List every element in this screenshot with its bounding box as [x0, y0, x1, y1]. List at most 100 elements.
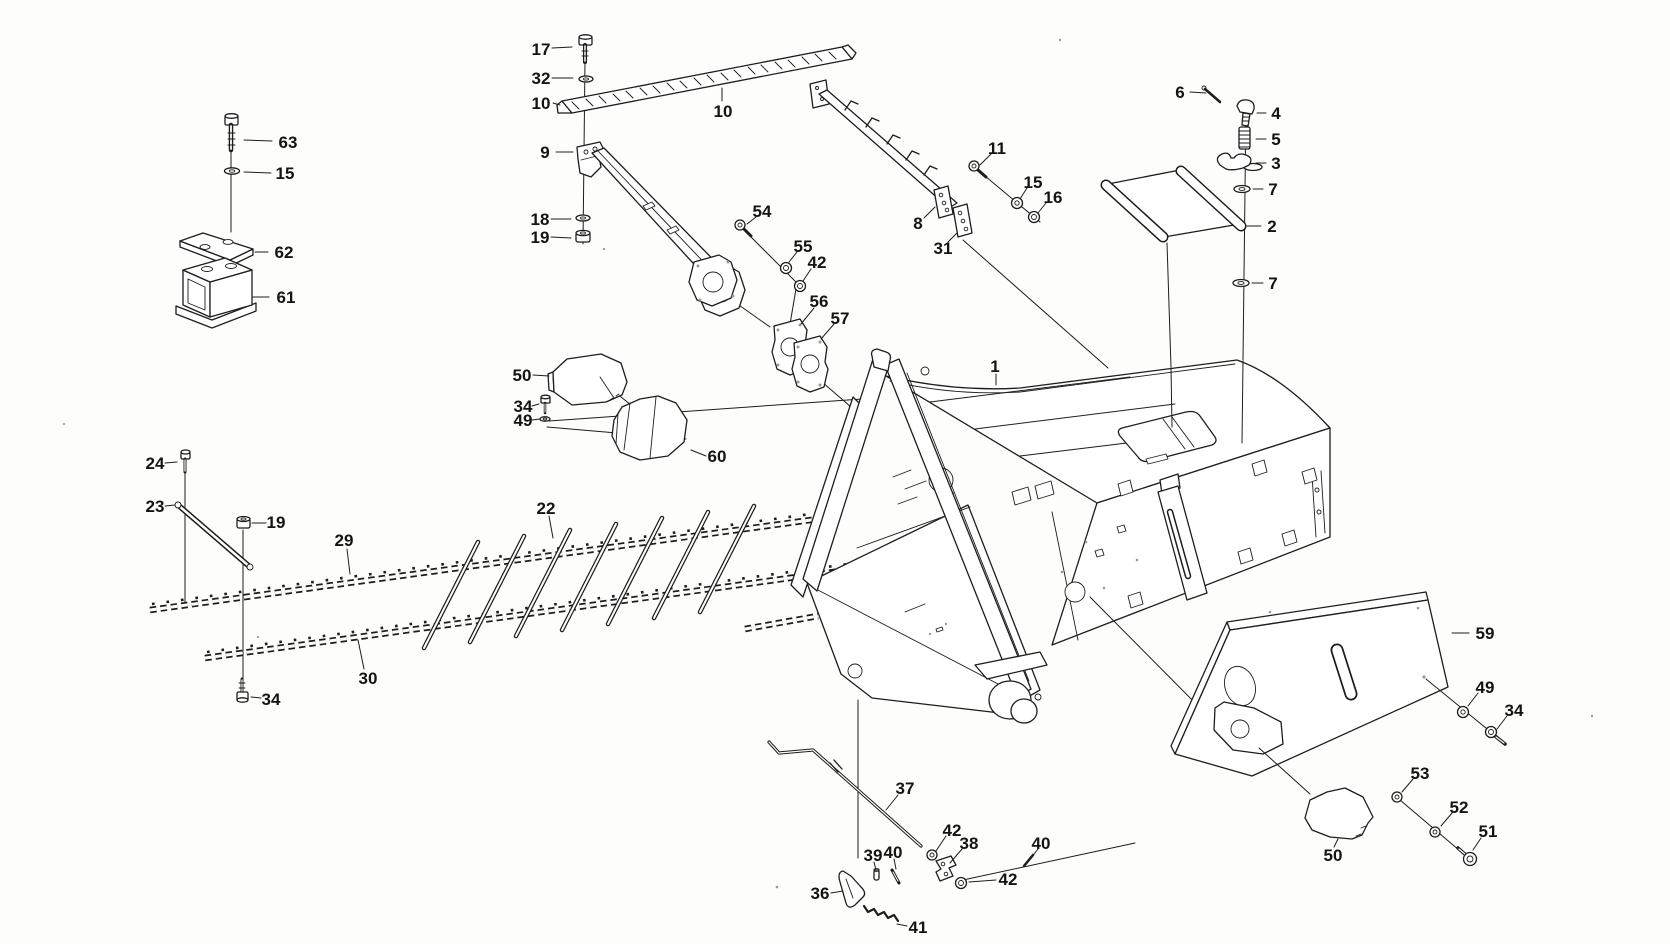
part-11-bolt	[968, 160, 988, 179]
part-label-29: 29	[335, 531, 354, 550]
part-3-clip	[1216, 152, 1263, 172]
leader-line-42-3	[968, 879, 997, 883]
leader-line-37	[885, 794, 899, 811]
part-59-side-panel	[1170, 591, 1449, 777]
part-17-bolt	[578, 34, 593, 64]
part-19-nut-left	[236, 515, 251, 529]
part-label-24: 24	[146, 454, 165, 473]
part-label-9: 9	[540, 143, 549, 162]
leader-line-40-2	[1030, 848, 1039, 859]
part-label-11: 11	[988, 139, 1006, 158]
part-24-bolt	[180, 449, 191, 474]
leader-line-55	[788, 251, 798, 263]
part-29-chain	[149, 508, 841, 614]
part-label-41: 41	[909, 918, 928, 937]
leader-line-31	[947, 232, 958, 243]
part-label-51: 51	[1479, 822, 1498, 841]
leader-line-17	[551, 46, 573, 49]
part-label-15-2: 15	[1024, 173, 1043, 192]
leader-line-36	[830, 890, 844, 894]
part-6-pin	[1201, 85, 1222, 104]
part-label-57: 57	[831, 309, 850, 328]
part-label-10: 10	[532, 94, 551, 113]
part-18-washer	[575, 214, 591, 222]
part-label-42-3: 42	[999, 870, 1018, 889]
part-label-1: 1	[990, 357, 999, 376]
part-41-spring-bolt	[862, 904, 900, 923]
part-label-22: 22	[537, 499, 556, 518]
part-label-34-3: 34	[1505, 701, 1524, 720]
leader-line-34	[531, 403, 540, 407]
part-34-bolt-bottom-left	[236, 677, 249, 703]
leader-line-38	[949, 848, 963, 864]
part-5-spring	[1238, 126, 1251, 150]
leader-line-49-2	[1467, 692, 1479, 707]
leader-line-34-3	[1496, 715, 1508, 730]
part-label-34: 34	[514, 397, 533, 416]
part-32-washer	[578, 75, 594, 83]
part-label-30: 30	[359, 669, 378, 688]
part-15-washer-left	[223, 167, 241, 175]
part-36-wedge	[838, 870, 866, 908]
scan-speckles	[62, 38, 1594, 889]
leader-lines-panel	[1258, 678, 1493, 795]
part-label-3: 3	[1271, 154, 1280, 173]
plate-pair	[688, 254, 746, 317]
part-label-15: 15	[276, 164, 295, 183]
part-61-mount-block	[175, 257, 257, 329]
leader-line-11	[979, 153, 992, 166]
part-22-slat-rack	[421, 503, 819, 651]
part-label-50: 50	[513, 366, 532, 385]
leader-line-8	[923, 206, 936, 219]
part-54-bolt	[734, 219, 753, 238]
part-23-rod	[174, 501, 254, 571]
leader-line-49	[531, 418, 541, 421]
part-label-19-2: 19	[267, 513, 286, 532]
part-49-washer-right	[1456, 705, 1470, 719]
part-50-shield-left	[547, 353, 628, 406]
part-53-washer	[1391, 791, 1403, 803]
part-51-bolt	[1456, 846, 1478, 867]
part-label-54: 54	[753, 202, 772, 221]
part-label-8: 8	[913, 214, 922, 233]
part-37-rod	[767, 740, 923, 848]
part-1-feeder-body	[790, 348, 1331, 724]
part-label-40: 40	[884, 843, 903, 862]
leader-line-50	[532, 374, 550, 377]
part-8-bracket	[933, 185, 954, 219]
part-19-nut	[575, 229, 591, 243]
part-label-60: 60	[708, 447, 727, 466]
part-label-4: 4	[1271, 104, 1281, 123]
part-42-nut-lower	[954, 876, 968, 890]
leader-line-34-2	[250, 696, 262, 699]
part-label-18: 18	[531, 210, 550, 229]
part-49-washer-mid	[539, 416, 551, 422]
part-label-63: 63	[279, 133, 298, 152]
part-60-shield	[611, 395, 688, 461]
part-label-59: 59	[1476, 624, 1495, 643]
part-42-nut-upper	[793, 279, 807, 293]
part-label-16: 16	[1044, 188, 1063, 207]
part-label-31: 31	[934, 239, 953, 258]
part-label-10-2: 10	[714, 102, 733, 121]
leader-line-60	[690, 449, 707, 457]
part-52-washer	[1429, 826, 1441, 838]
part-label-61: 61	[277, 288, 296, 307]
part-label-40-2: 40	[1032, 834, 1051, 853]
leader-line-63	[243, 139, 273, 142]
part-label-5: 5	[1271, 130, 1280, 149]
part-15-washer-right	[1010, 196, 1024, 210]
part-label-49-2: 49	[1476, 678, 1495, 697]
part-8-rail	[809, 79, 958, 209]
leader-line-50-2	[1333, 838, 1339, 848]
part-7-washer-lower	[1232, 278, 1250, 288]
part-label-6: 6	[1175, 83, 1184, 102]
part-label-52: 52	[1450, 798, 1469, 817]
part-label-42-2: 42	[943, 821, 962, 840]
part-2-roller-frame	[1100, 165, 1247, 243]
leader-line-56	[800, 307, 815, 325]
part-label-37: 37	[896, 779, 915, 798]
part-label-7-2: 7	[1268, 274, 1277, 293]
